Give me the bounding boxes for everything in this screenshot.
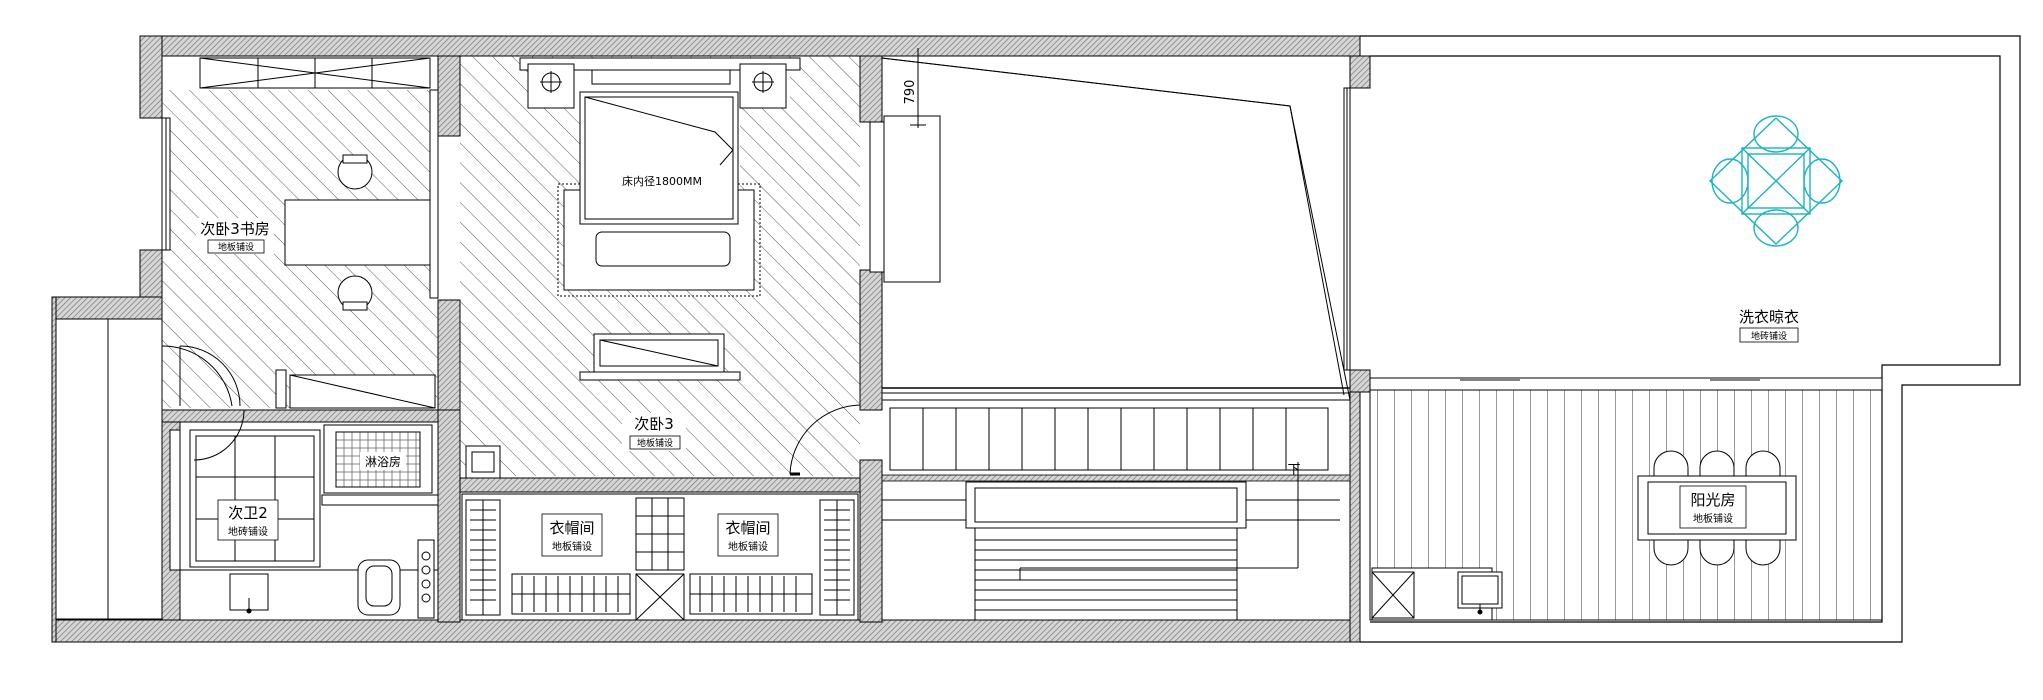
dimension-790: 790 [903, 80, 918, 105]
closet-rack-ticks [470, 509, 850, 612]
bedroom-name: 次卧3 [634, 415, 674, 433]
bedroom [465, 57, 861, 479]
closet-right-name: 衣帽间 [725, 519, 770, 537]
closet-left-floor: 地板铺设 [552, 540, 592, 553]
bed-size: 床内径1800MM [622, 174, 702, 188]
bedroom-label-box: 次卧3 地板铺设 [622, 413, 686, 451]
study-label-box: 次卧3书房 地板铺设 [196, 218, 274, 254]
void-area [869, 48, 1351, 401]
stairs-lower [882, 481, 1340, 620]
laundry-floor: 地砖铺设 [1751, 330, 1787, 342]
closet-right-floor: 地板铺设 [728, 540, 768, 553]
sunroom-label-box: 阳光房 地板铺设 [1679, 485, 1747, 529]
bathroom-name: 次卫2 [228, 504, 268, 522]
bathroom-label-box: 次卫2 地砖铺设 淋浴房 [217, 452, 406, 541]
laundry-name: 洗衣晾衣 [1739, 308, 1799, 326]
closet-labels: 衣帽间 地板铺设 衣帽间 地板铺设 [541, 513, 779, 557]
sunroom [1369, 389, 1883, 621]
stairs-upper [889, 407, 1329, 569]
bed-annotation: 床内径1800MM [622, 174, 702, 188]
laundry-label-box: 洗衣晾衣 地砖铺设 [1730, 305, 1808, 345]
drying-rack-icon [1708, 115, 1844, 247]
left-entry [55, 318, 233, 620]
study-floor: 地板铺设 [218, 241, 254, 253]
dimension-label: 790 [903, 80, 918, 105]
terrace-outline [1360, 35, 2021, 643]
sunroom-floor: 地板铺设 [1693, 512, 1733, 525]
closets [461, 493, 859, 621]
stair-down-label: 下 [1287, 463, 1300, 478]
laundry-area [1369, 377, 1883, 391]
shower-name: 淋浴房 [365, 454, 401, 469]
sunroom-name: 阳光房 [1690, 491, 1735, 509]
study-name: 次卧3书房 [200, 220, 270, 238]
bedroom-floor: 地板铺设 [637, 437, 673, 449]
bathroom-floor: 地砖铺设 [228, 525, 268, 538]
closet-left-name: 衣帽间 [549, 519, 594, 537]
bathroom [169, 409, 439, 621]
stair-down: 下 [1287, 463, 1300, 478]
study-room [161, 57, 439, 409]
